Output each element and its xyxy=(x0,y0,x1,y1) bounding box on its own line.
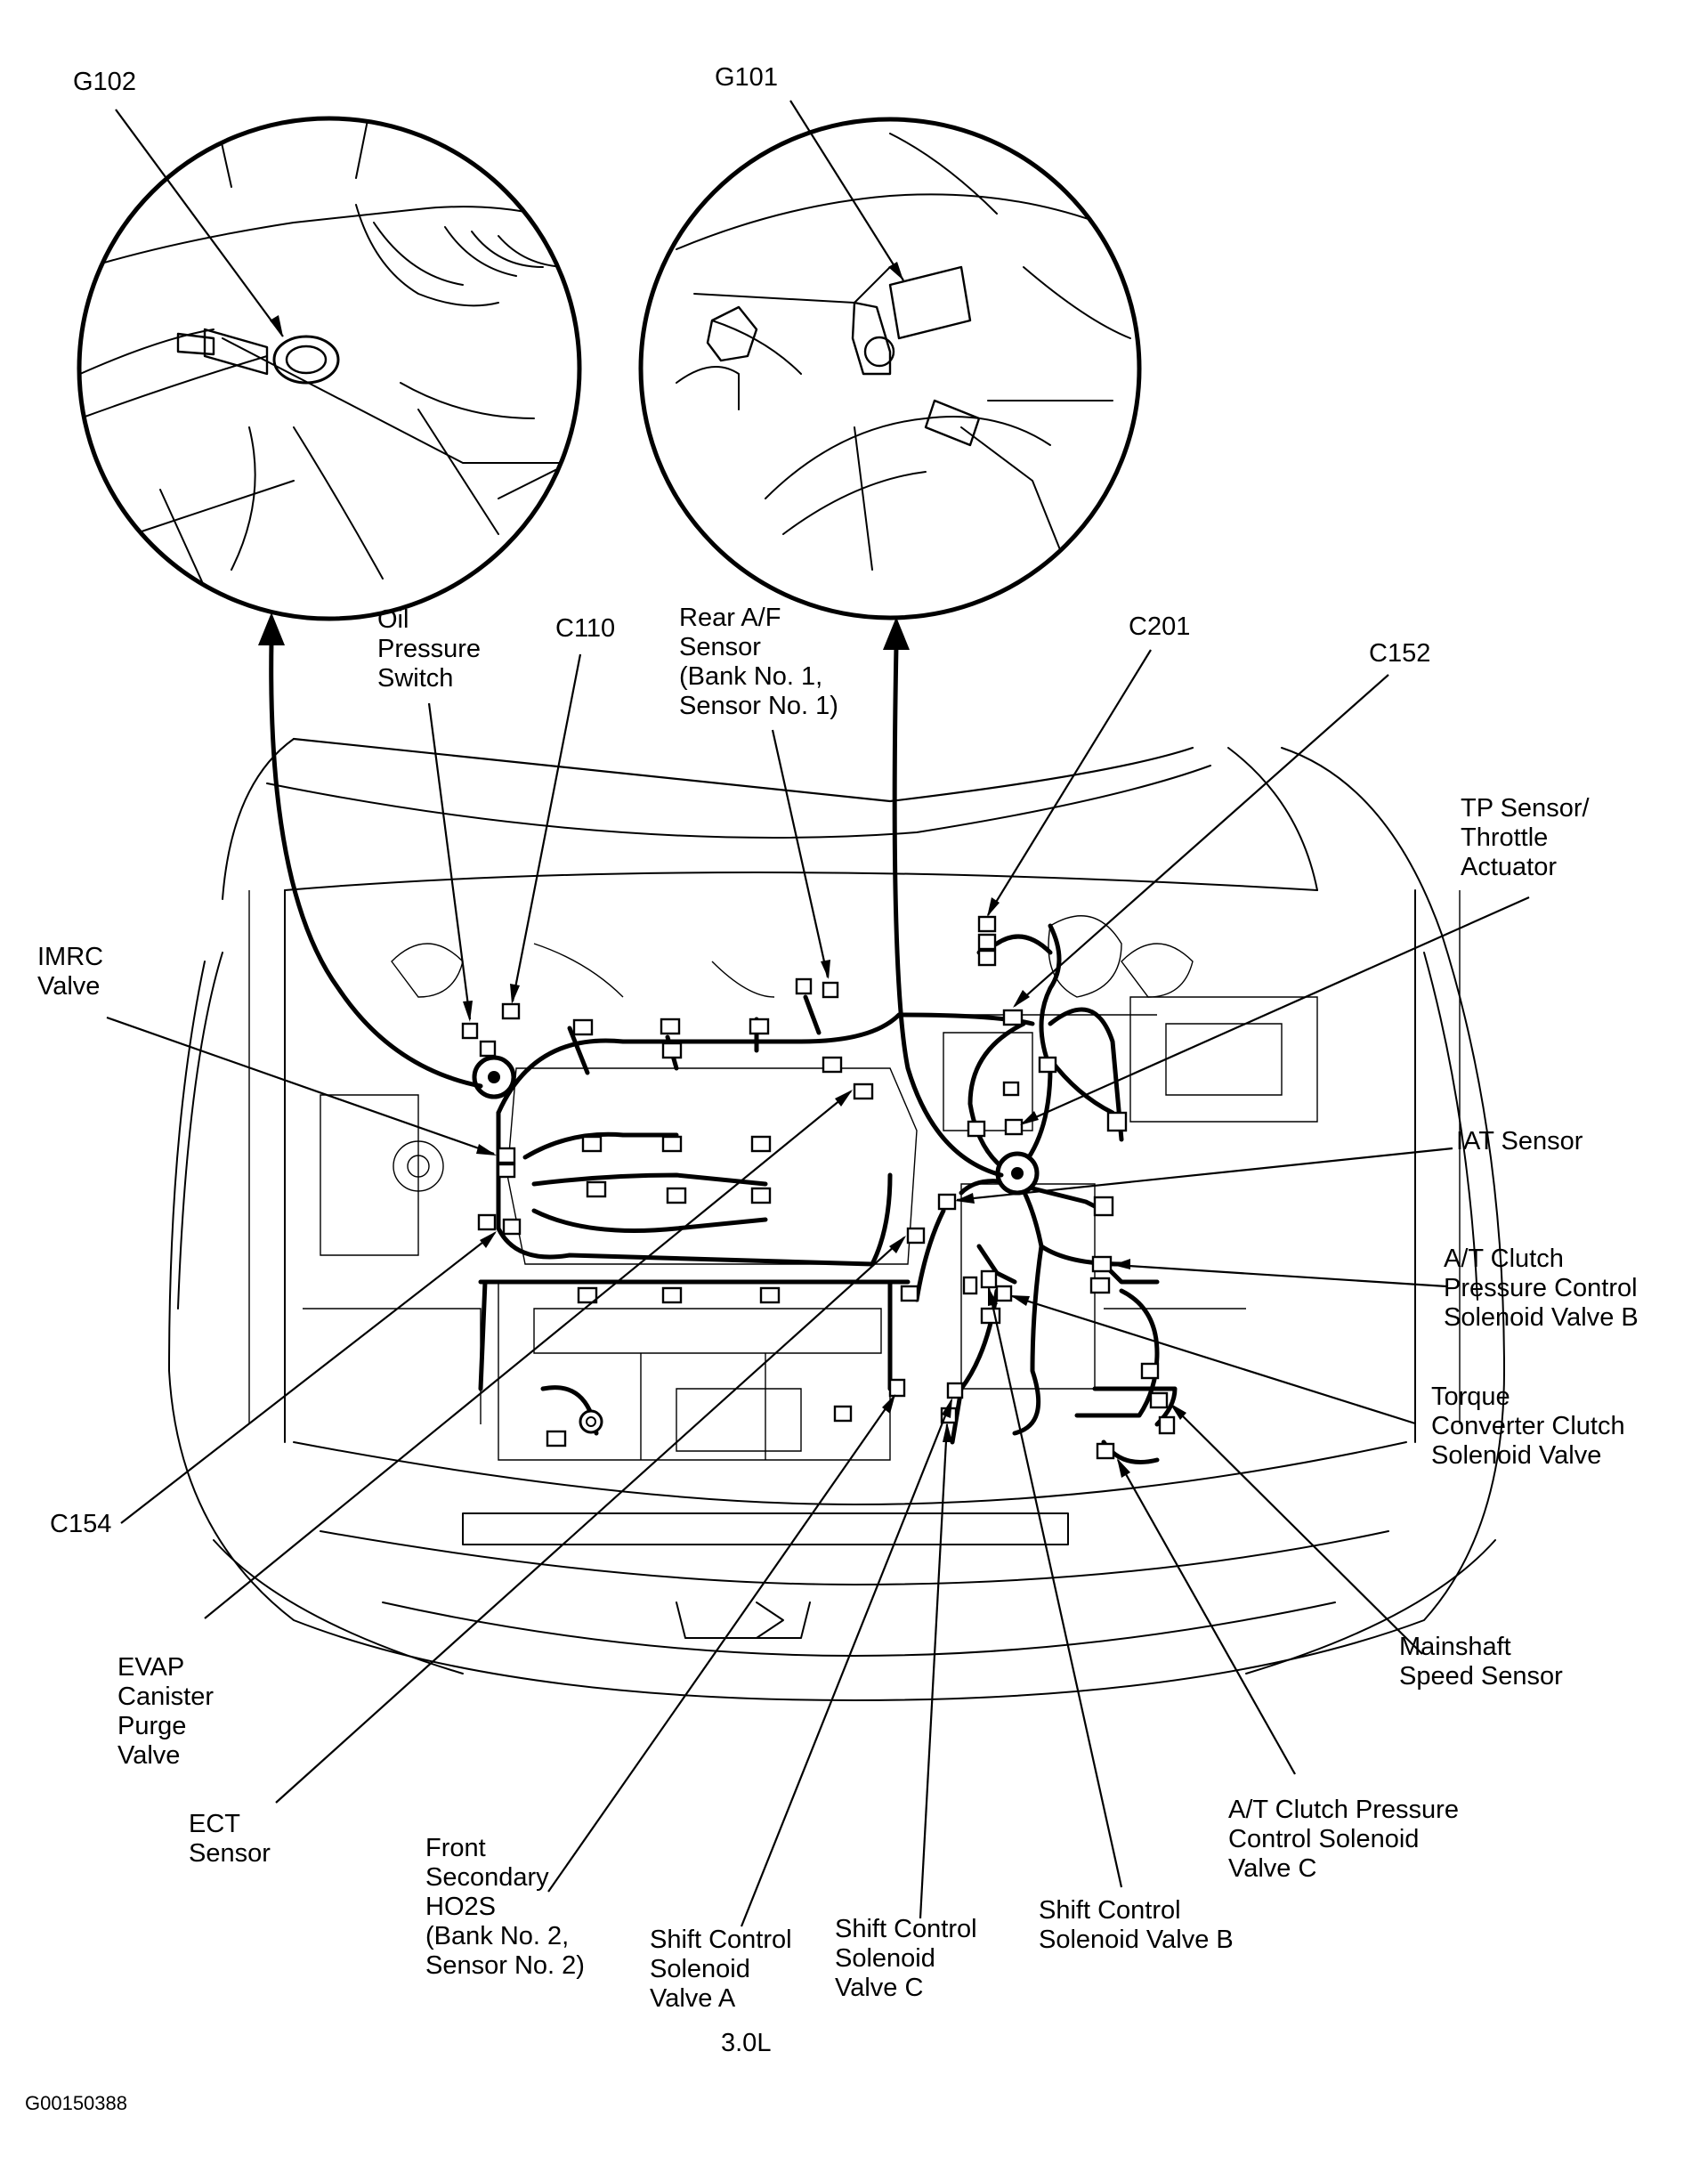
connector-rear-af-sensor xyxy=(822,981,839,999)
connector-c201 xyxy=(977,915,997,933)
connector xyxy=(750,1135,772,1153)
connector xyxy=(962,1276,978,1295)
connector xyxy=(980,1269,998,1289)
connector-at-clutch-b xyxy=(1091,1255,1113,1273)
label-front-secondary-ho2s: Front Secondary HO2S (Bank No. 2, Sensor… xyxy=(425,1834,585,1980)
label-shift-control-valve-a: Shift Control Solenoid Valve A xyxy=(650,1926,792,2013)
connector xyxy=(1002,1081,1020,1097)
connector xyxy=(497,1163,516,1179)
label-shift-control-valve-c: Shift Control Solenoid Valve C xyxy=(835,1915,977,2002)
connector-evap-canister xyxy=(853,1082,874,1100)
connector xyxy=(1093,1196,1114,1217)
connector-tp-sensor xyxy=(1004,1118,1024,1136)
connector xyxy=(1140,1362,1160,1380)
ground-terminal-right xyxy=(995,1151,1040,1196)
connector xyxy=(666,1187,687,1204)
connector-oil-pressure-switch xyxy=(461,1022,479,1040)
connector xyxy=(750,1187,772,1204)
label-at-clutch-pressure-c: A/T Clutch Pressure Control Solenoid Val… xyxy=(1228,1796,1459,1883)
connector-c154 xyxy=(477,1213,497,1231)
label-ect-sensor: ECT Sensor xyxy=(189,1810,271,1868)
connector xyxy=(967,1120,986,1138)
label-oil-pressure-switch: Oil Pressure Switch xyxy=(377,605,482,693)
g101-detail-view xyxy=(638,117,1142,620)
connector-shift-a xyxy=(946,1382,964,1399)
label-c154: C154 xyxy=(50,1510,112,1538)
connector-iat-sensor xyxy=(937,1193,957,1211)
label-evap-canister-purge-valve: EVAP Canister Purge Valve xyxy=(117,1653,214,1770)
connector xyxy=(749,1018,770,1035)
label-c110: C110 xyxy=(555,614,616,643)
engine-label: 3.0L xyxy=(721,2029,772,2057)
label-imrc-valve: IMRC Valve xyxy=(37,943,104,1001)
engine-block xyxy=(248,890,1461,1461)
g102-detail-view xyxy=(77,116,582,621)
figure-id: G00150388 xyxy=(25,2092,127,2114)
connector xyxy=(479,1040,497,1058)
connector xyxy=(660,1018,681,1035)
connector-torque-converter xyxy=(995,1285,1013,1302)
connector xyxy=(661,1135,683,1153)
connector xyxy=(577,1286,598,1304)
vehicle-body-outline xyxy=(168,737,1505,1701)
label-iat-sensor: IAT Sensor xyxy=(1456,1127,1583,1155)
connector xyxy=(502,1218,522,1236)
connector-c110 xyxy=(501,1002,521,1020)
connector xyxy=(661,1286,683,1304)
ground-terminal-left xyxy=(472,1055,516,1099)
connector xyxy=(822,1056,843,1074)
connector xyxy=(1038,1056,1057,1074)
detail-arrows xyxy=(258,612,1004,1178)
connector xyxy=(900,1285,919,1302)
connector xyxy=(977,949,997,967)
connector xyxy=(572,1018,594,1036)
connector xyxy=(977,933,997,951)
connector xyxy=(833,1405,853,1423)
wire-harness xyxy=(478,923,1178,1464)
connector xyxy=(1089,1277,1111,1294)
connectors xyxy=(461,915,1176,1460)
connector xyxy=(759,1286,781,1304)
connector xyxy=(1106,1111,1128,1132)
connector-front-secondary-ho2s xyxy=(888,1378,906,1398)
label-at-clutch-pressure-b: A/T Clutch Pressure Control Solenoid Val… xyxy=(1444,1245,1639,1332)
connector-ect-sensor xyxy=(906,1227,926,1245)
label-torque-converter-clutch: Torque Converter Clutch Solenoid Valve xyxy=(1431,1383,1625,1470)
label-g102: G102 xyxy=(73,68,136,96)
connector xyxy=(795,977,813,995)
blank-connector-bottom-left xyxy=(579,1409,603,1434)
connector-at-clutch-c xyxy=(1096,1442,1115,1460)
label-tp-sensor: TP Sensor/ Throttle Actuator xyxy=(1461,794,1590,881)
leader-lines xyxy=(106,100,1530,1927)
label-rear-af-sensor: Rear A/F Sensor (Bank No. 1, Sensor No. … xyxy=(679,604,838,720)
connector-c152 xyxy=(1002,1009,1024,1026)
connector xyxy=(1158,1415,1176,1435)
label-mainshaft-speed-sensor: Mainshaft Speed Sensor xyxy=(1399,1633,1563,1691)
label-c201: C201 xyxy=(1129,612,1191,641)
connector xyxy=(661,1042,683,1059)
label-c152: C152 xyxy=(1369,639,1431,668)
label-shift-control-valve-b: Shift Control Solenoid Valve B xyxy=(1039,1896,1234,1954)
connector-mainshaft-speed xyxy=(1149,1391,1169,1409)
label-g101: G101 xyxy=(715,63,778,92)
connector-imrc-valve xyxy=(497,1147,516,1164)
connector xyxy=(586,1180,607,1198)
connector xyxy=(546,1430,567,1447)
connector xyxy=(581,1135,603,1153)
